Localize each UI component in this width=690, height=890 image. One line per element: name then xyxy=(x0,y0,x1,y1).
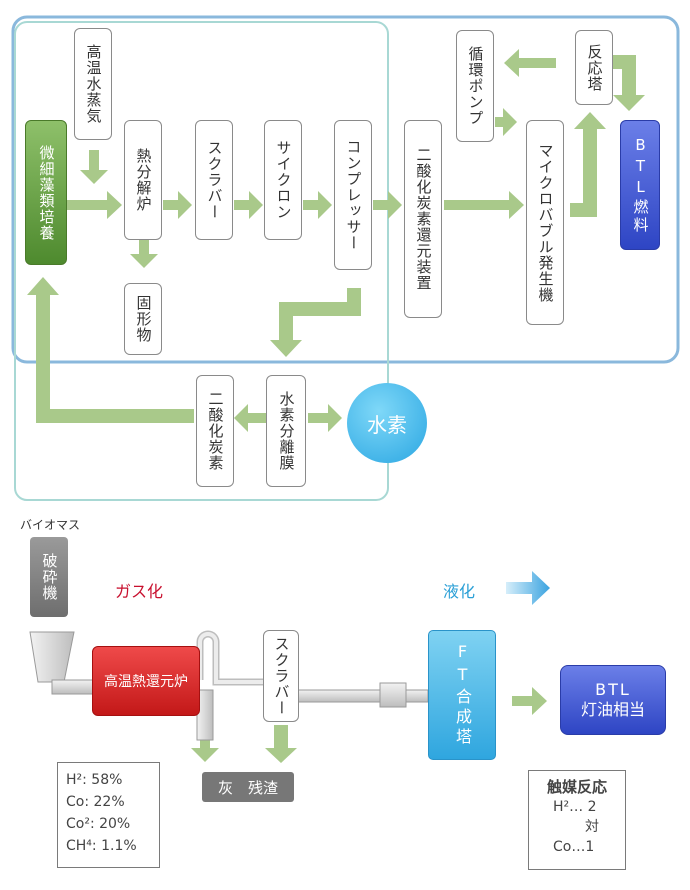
arrow-scrubber-cyclone xyxy=(234,191,263,219)
gas-comp-co: Co: 22% xyxy=(66,794,125,810)
micro-bubble-box: マイクロバブル発生機 xyxy=(526,120,564,325)
solids-box: 固形物 xyxy=(124,283,162,355)
reactor-label: 反応塔 xyxy=(585,43,604,92)
ft-label: FT合成塔 xyxy=(453,642,472,748)
arrow-pyrolysis-scrubber xyxy=(163,191,192,219)
steam-label: 高温水蒸気 xyxy=(84,44,103,124)
pyrolysis-furnace-box: 熱分解炉 xyxy=(124,120,162,240)
arrow-reducer-bubble xyxy=(444,191,524,219)
biomass-label: バイオマス xyxy=(20,518,81,532)
co2-label: 二酸化炭素 xyxy=(206,391,225,471)
btl-kerosene-box: BTL 灯油相当 xyxy=(560,665,666,735)
arrow-reactor-pump xyxy=(504,49,556,77)
gasify-label: ガス化 xyxy=(115,582,164,601)
pyrolysis-label: 熱分解炉 xyxy=(134,148,153,212)
arrow-pump-bubble xyxy=(495,108,517,136)
crusher-label: 破砕機 xyxy=(40,553,59,601)
gas-comp-ch4: CH⁴: 1.1% xyxy=(66,838,137,854)
gas-comp-h2: H²: 58% xyxy=(66,772,123,788)
arrow-reactor-btl xyxy=(613,55,645,111)
circ-pump-label: 循環ポンプ xyxy=(466,46,485,126)
arrow-co2-return xyxy=(27,277,194,423)
btl-fuel-box: BTL燃料 xyxy=(620,120,660,250)
arrow-liquefy xyxy=(506,571,550,605)
catalyst-line-h2: H²… 2 xyxy=(553,799,597,815)
arrow-furnace-ash xyxy=(191,740,219,762)
arrow-bubble-reactor xyxy=(570,112,606,217)
crusher-box: 破砕機 xyxy=(30,537,68,617)
btl-fuel-label: BTL燃料 xyxy=(631,135,650,235)
arrow-compressor-membrane xyxy=(270,288,361,357)
pipe-hopper-furnace xyxy=(51,679,95,695)
reactor-tower-box: 反応塔 xyxy=(575,30,613,105)
green-arrows xyxy=(27,49,645,763)
reduction-furnace-box: 高温熱還元炉 xyxy=(92,646,200,716)
arrow-membrane-co2 xyxy=(234,404,266,432)
ash-label: 灰 残渣 xyxy=(217,778,278,797)
bottom-scrubber-label: スクラバー xyxy=(272,636,291,716)
pipe-scrubber-ft xyxy=(297,689,381,703)
hydrogen-circle: 水素 xyxy=(347,383,427,463)
compressor-label: コンプレッサー xyxy=(344,139,363,251)
catalyst-title: 触媒反応 xyxy=(546,778,607,796)
algae-label: 微細藻類培養 xyxy=(37,144,56,241)
catalyst-line-co: Co…1 xyxy=(553,839,595,855)
cyclone-box: サイクロン xyxy=(264,120,302,240)
co2-reducer-label: 二酸化炭素還元装置 xyxy=(414,147,433,291)
gas-comp-co2: Co²: 20% xyxy=(66,816,131,832)
arrow-algae-pyrolysis xyxy=(67,191,122,219)
compressor-box: コンプレッサー xyxy=(334,120,372,270)
btl-kerosene-line1: BTL xyxy=(595,680,631,699)
inner-frame-teal xyxy=(14,21,389,501)
scrubber-label: スクラバー xyxy=(205,140,224,220)
arrow-cyclone-compressor xyxy=(303,191,332,219)
hydrogen-label: 水素 xyxy=(367,412,407,437)
hydrogen-membrane-box: 水素分離膜 xyxy=(266,375,306,487)
arrow-pyrolysis-solids xyxy=(130,240,158,268)
catalyst-line-ratio: 対 xyxy=(585,819,599,835)
micro-bubble-label: マイクロバブル発生機 xyxy=(536,142,555,303)
arrow-membrane-hydrogen xyxy=(308,404,342,432)
steam-box: 高温水蒸気 xyxy=(74,28,112,140)
pipe-joint xyxy=(379,682,407,708)
membrane-label: 水素分離膜 xyxy=(277,391,296,471)
arrow-scrubber-ash xyxy=(265,725,297,763)
liquefy-label: 液化 xyxy=(443,582,476,601)
ft-synthesis-tower: FT合成塔 xyxy=(428,630,496,760)
btl-kerosene-line2: 灯油相当 xyxy=(580,700,645,719)
pipe-loop-outer xyxy=(196,630,263,686)
arrow-ft-btl xyxy=(512,687,547,715)
ash-residue-box: 灰 残渣 xyxy=(202,772,294,802)
cyclone-label: サイクロン xyxy=(274,140,293,220)
catalyst-reaction-note: 触媒反応 H²… 2 対 Co…1 xyxy=(528,770,626,870)
scrubber-box: スクラバー xyxy=(195,120,233,240)
co2-reducer-box: 二酸化炭素還元装置 xyxy=(404,120,442,318)
algae-culture-box: 微細藻類培養 xyxy=(25,120,67,265)
furnace-label: 高温熱還元炉 xyxy=(104,674,188,690)
hopper-shape xyxy=(29,631,75,683)
gas-composition-note: H²: 58% Co: 22% Co²: 20% CH⁴: 1.1% xyxy=(57,762,160,868)
circulation-pump-box: 循環ポンプ xyxy=(456,30,494,142)
arrow-steam-down xyxy=(80,150,108,184)
arrow-compressor-reducer xyxy=(373,191,402,219)
outer-frame-blue xyxy=(11,15,680,364)
bottom-scrubber-box: スクラバー xyxy=(263,630,299,722)
solids-label: 固形物 xyxy=(134,295,153,343)
co2-box: 二酸化炭素 xyxy=(196,375,234,487)
